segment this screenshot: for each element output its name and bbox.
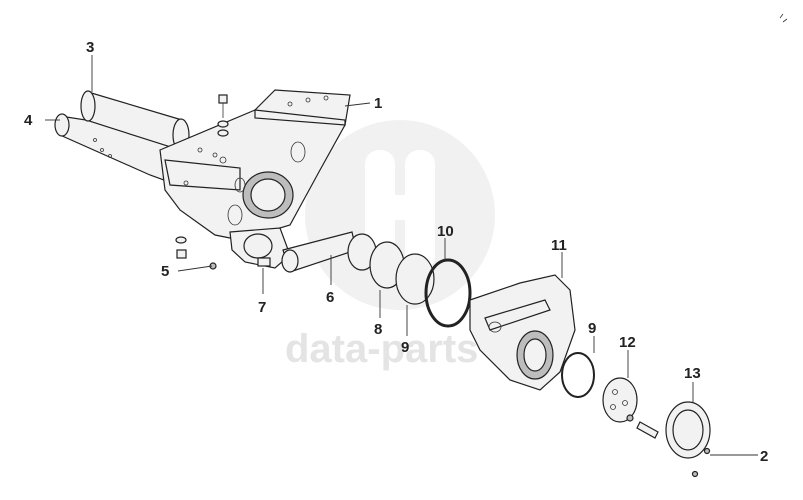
- callout-9b: 9: [588, 320, 596, 337]
- callout-4: 4: [24, 112, 33, 129]
- top-bolt-part: [217, 94, 229, 164]
- callout-5: 5: [161, 263, 169, 280]
- bracket-part: [229, 227, 291, 269]
- leader-lines: [45, 55, 758, 456]
- callout-13: 13: [684, 365, 701, 382]
- ring-9b-part: [561, 352, 595, 398]
- watermark-text: data-parts: [285, 327, 478, 371]
- callout-8: 8: [374, 321, 382, 338]
- end-housing-part: [469, 274, 576, 391]
- callout-9a: 9: [401, 339, 409, 356]
- shaft-part: [281, 231, 357, 273]
- ring-9-part: [395, 253, 435, 305]
- corner-mark: [779, 13, 788, 23]
- bolt-washer-part: [175, 236, 217, 270]
- main-housing-part: [159, 89, 351, 241]
- ring-10-part: [424, 258, 472, 328]
- callout-6: 6: [326, 289, 334, 306]
- callout-3: 3: [86, 39, 94, 56]
- cap-part: [665, 401, 711, 478]
- callout-2: 2: [760, 448, 768, 465]
- callout-12: 12: [619, 334, 636, 351]
- callout-7: 7: [258, 299, 266, 316]
- plate-part: [602, 377, 659, 439]
- callout-10: 10: [437, 223, 454, 240]
- callout-1: 1: [374, 95, 382, 112]
- callout-11: 11: [551, 237, 567, 254]
